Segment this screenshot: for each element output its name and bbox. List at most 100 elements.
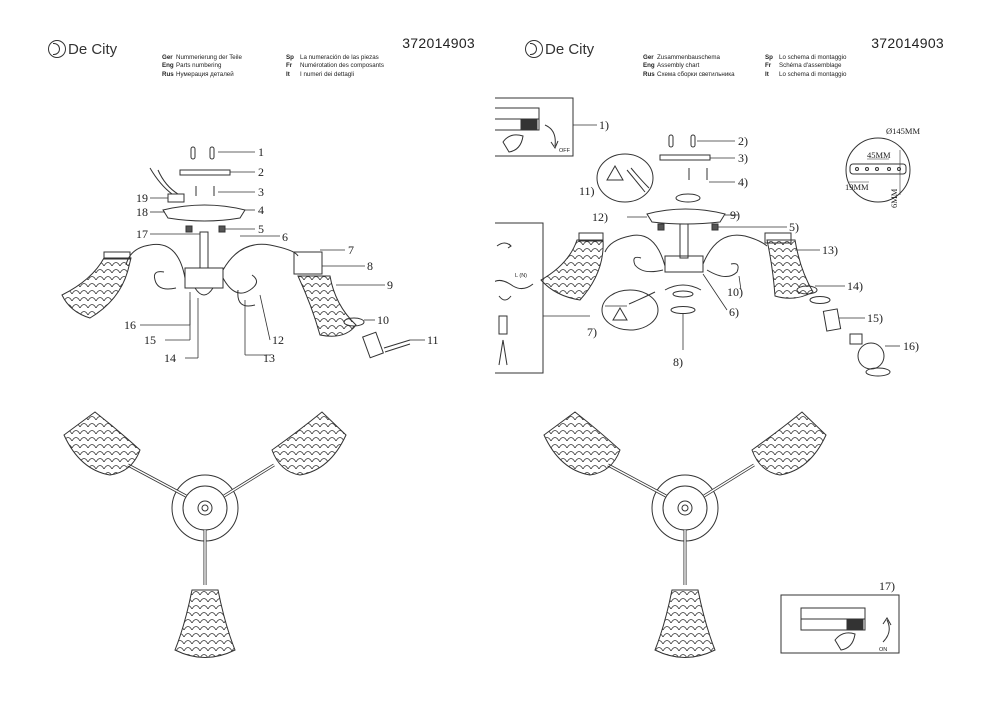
arm-left (604, 234, 666, 267)
rotate-arrow-icon (882, 619, 890, 643)
glass-shade-left (540, 232, 604, 301)
brand-logo: De City (48, 40, 117, 58)
hub-part (184, 267, 224, 289)
power-on-box (780, 594, 900, 654)
part-label: 7 (348, 243, 354, 257)
step-label: 14) (847, 279, 863, 293)
assembly-diagram: 1) 2) 3) 4) 5) 6) 7) 8) 9) 10) 11) 12) 1… (495, 97, 920, 658)
dimension-diameter: Ø145MM (886, 126, 920, 136)
step-label: 10) (727, 285, 743, 299)
dimension-6: 6MM (889, 188, 899, 208)
part-label: 15 (144, 333, 156, 347)
shade-top-bottom (174, 589, 236, 658)
shade-top-left (63, 411, 141, 476)
step-label: 8) (673, 355, 683, 369)
part-label: 10 (377, 313, 389, 327)
screw-part (690, 134, 696, 148)
part-label: 18 (136, 205, 148, 219)
part-label: 16 (124, 318, 136, 332)
ring-part (796, 285, 818, 295)
part-label: 5 (258, 222, 264, 236)
wiring-warning-2 (601, 289, 659, 331)
parts-diagram: 1 2 3 4 5 6 7 8 9 10 11 12 13 14 15 16 1… (61, 145, 439, 658)
part-label: 19 (136, 191, 148, 205)
on-label: ON (879, 647, 887, 653)
brand-logo: De City (525, 40, 594, 58)
socket-part (822, 308, 842, 332)
glass-shade-right (293, 251, 357, 337)
dimension-19: 19MM (845, 182, 869, 192)
hand-icon (834, 632, 856, 651)
part-label: 2 (258, 165, 264, 179)
step-label: 9) (730, 208, 740, 222)
mounting-bar-part (179, 169, 231, 176)
ceiling-ring (675, 193, 701, 203)
dimension-45: 45MM (867, 150, 891, 160)
top-view-diagram (63, 411, 347, 658)
step-label: 7) (587, 325, 597, 339)
step-label: 3) (738, 151, 748, 165)
canopy-part (646, 208, 726, 225)
mounting-bar-part (659, 154, 711, 161)
light-bulb-part (849, 333, 900, 377)
part-label: 17 (136, 227, 148, 241)
ceiling-plate-detail (845, 137, 911, 203)
part-label: 11 (427, 333, 439, 347)
off-label: OFF (559, 148, 571, 154)
part-label: 12 (272, 333, 284, 347)
stem-part (679, 223, 689, 259)
logo-icon (48, 40, 66, 58)
arm-right (702, 234, 768, 265)
logo-icon (525, 40, 543, 58)
arm-right (222, 243, 299, 271)
canopy-part (162, 204, 246, 222)
ring-part (343, 317, 365, 327)
socket-part (293, 251, 323, 275)
step-label: 15) (867, 311, 883, 325)
rotate-arrow-icon (544, 124, 556, 147)
step-label: 17) (879, 579, 895, 593)
step-label: 4) (738, 175, 748, 189)
top-view-diagram (543, 411, 827, 658)
step-label: 5) (789, 220, 799, 234)
step-labels: 1) 2) 3) 4) 5) 6) 7) 8) 9) 10) 11) 12) 1… (515, 118, 920, 653)
product-code: 372014903 (871, 35, 944, 51)
wire-label: L (N) (515, 273, 527, 279)
part-label: 8 (367, 259, 373, 273)
stem-part (199, 231, 209, 269)
wiring-warning (596, 153, 654, 203)
step-label: 6) (729, 305, 739, 319)
brand-name: De City (545, 40, 595, 58)
glass-shade-left (61, 251, 132, 319)
part-label: 3 (258, 185, 264, 199)
product-code: 372014903 (402, 35, 475, 51)
part-label: 6 (282, 230, 288, 244)
screws-part (190, 146, 215, 160)
warning-icon (606, 164, 624, 181)
canopy-cup-part (664, 284, 702, 314)
wire-connection-box (495, 222, 544, 374)
step-label: 1) (599, 118, 609, 132)
part-label: 9 (387, 278, 393, 292)
socket-ring-part (362, 331, 411, 359)
step-label: 12) (592, 210, 608, 224)
part-label: 14 (164, 351, 176, 365)
step-label: 16) (903, 339, 919, 353)
shade-top-right (271, 411, 347, 476)
